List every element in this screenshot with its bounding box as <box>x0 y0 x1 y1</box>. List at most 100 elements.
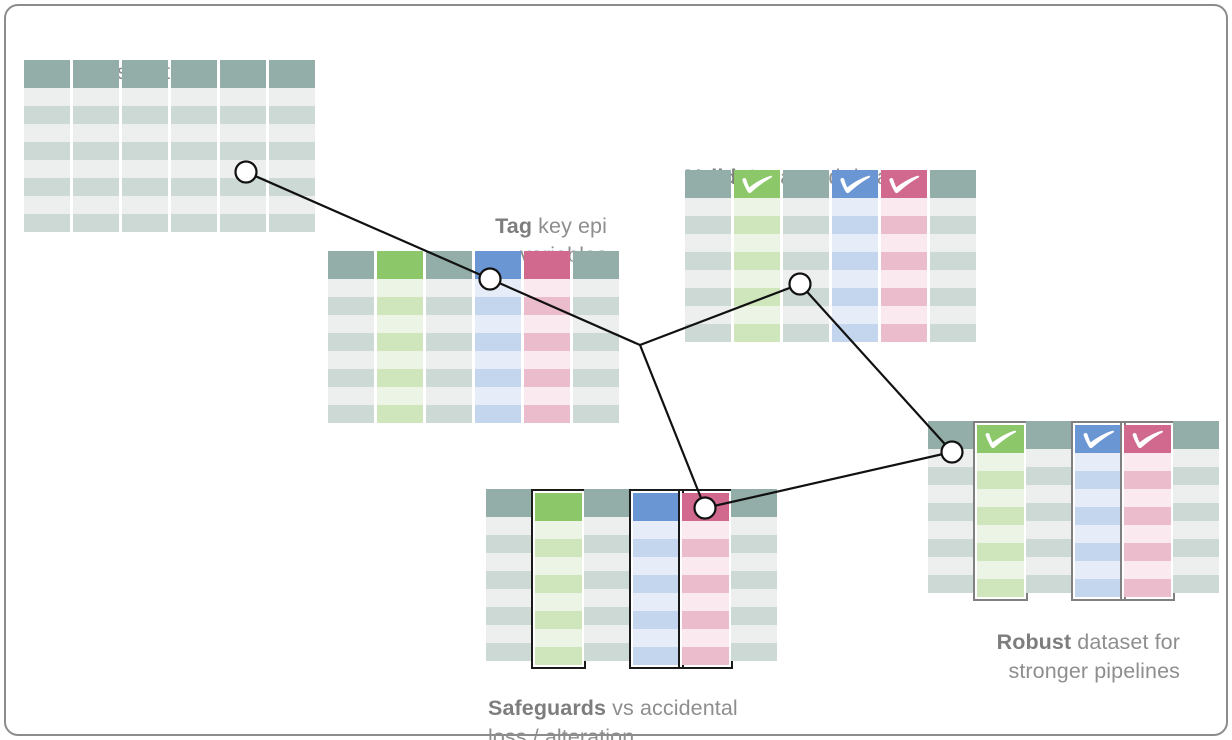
table-body-cell <box>1123 543 1171 561</box>
table-body-cell <box>328 351 374 369</box>
table-body-cell <box>928 539 974 557</box>
table-column-sage <box>24 60 70 232</box>
table-header-cell <box>122 60 168 88</box>
table-body-cell <box>734 270 780 288</box>
table-body-cell <box>881 324 927 342</box>
table-body-cell <box>426 405 472 423</box>
table-body-cell <box>534 539 582 557</box>
table-column-sage <box>928 421 974 601</box>
table-column-sage <box>930 170 976 342</box>
table-body-cell <box>475 405 521 423</box>
checkmark-icon <box>840 175 871 194</box>
table-body-cell <box>1026 449 1072 467</box>
table-body-cell <box>573 351 619 369</box>
table-body-cell <box>171 106 217 124</box>
table-body-cell <box>832 198 878 216</box>
table-body-cell <box>928 503 974 521</box>
table-raw-linelist <box>24 60 315 232</box>
table-body-cell <box>928 521 974 539</box>
table-body-cell <box>1123 579 1171 597</box>
table-body-cell <box>24 160 70 178</box>
table-body-cell <box>475 387 521 405</box>
table-body-cell <box>734 234 780 252</box>
table-body-cell <box>171 178 217 196</box>
table-column-sage <box>1173 421 1219 601</box>
table-body-cell <box>269 88 315 106</box>
table-body-cell <box>220 124 266 142</box>
table-body-cell <box>584 589 630 607</box>
table-body-cell <box>685 270 731 288</box>
table-body-cell <box>573 405 619 423</box>
table-body-cell <box>328 387 374 405</box>
table-body-cell <box>976 561 1024 579</box>
table-body-cell <box>122 160 168 178</box>
table-body-cell <box>1074 561 1122 579</box>
table-body-cell <box>328 369 374 387</box>
table-body-cell <box>486 625 532 643</box>
stage-title-robust-rest: dataset for stronger pipelines <box>1008 630 1180 683</box>
table-body-cell <box>731 535 777 553</box>
table-body-cell <box>328 333 374 351</box>
table-body-cell <box>220 88 266 106</box>
table-body-cell <box>881 234 927 252</box>
table-body-cell <box>1074 525 1122 543</box>
table-body-cell <box>976 579 1024 597</box>
table-body-cell <box>881 270 927 288</box>
table-body-cell <box>122 214 168 232</box>
table-body-cell <box>328 297 374 315</box>
stage-title-safeguards: Safeguards vs accidental loss / alterati… <box>488 666 888 740</box>
table-body-cell <box>731 625 777 643</box>
table-body-cell <box>734 306 780 324</box>
table-body-cell <box>475 351 521 369</box>
table-header-cell <box>930 170 976 198</box>
table-body-cell <box>1074 453 1122 471</box>
table-body-cell <box>220 214 266 232</box>
table-body-cell <box>632 539 680 557</box>
table-column-green <box>734 170 780 342</box>
table-body-cell <box>731 607 777 625</box>
table-body-cell <box>426 279 472 297</box>
table-body-cell <box>930 324 976 342</box>
table-body-cell <box>584 553 630 571</box>
table-body-cell <box>976 525 1024 543</box>
table-body-cell <box>73 124 119 142</box>
table-body-cell <box>928 485 974 503</box>
table-body-cell <box>681 575 729 593</box>
table-column-pink <box>881 170 927 342</box>
table-column-sage <box>685 170 731 342</box>
table-body-cell <box>1173 449 1219 467</box>
table-body-cell <box>426 333 472 351</box>
table-body-cell <box>1074 543 1122 561</box>
table-body-cell <box>632 557 680 575</box>
checkmark-icon <box>742 175 773 194</box>
table-column-pink <box>524 251 570 423</box>
table-body-cell <box>1173 503 1219 521</box>
table-body-cell <box>1123 525 1171 543</box>
table-tag-key-epi-variables <box>328 251 619 423</box>
table-body-cell <box>1123 507 1171 525</box>
table-body-cell <box>24 88 70 106</box>
table-body-cell <box>632 629 680 647</box>
table-body-cell <box>731 643 777 661</box>
table-column-blue <box>628 489 684 669</box>
table-body-cell <box>171 142 217 160</box>
table-body-cell <box>73 106 119 124</box>
table-body-cell <box>1173 557 1219 575</box>
table-header-cell <box>731 489 777 517</box>
table-body-cell <box>73 178 119 196</box>
table-body-cell <box>1123 453 1171 471</box>
table-body-cell <box>1074 489 1122 507</box>
table-body-cell <box>928 449 974 467</box>
table-body-cell <box>269 214 315 232</box>
table-body-cell <box>486 517 532 535</box>
table-body-cell <box>534 575 582 593</box>
table-body-cell <box>731 517 777 535</box>
table-column-sage <box>584 489 630 669</box>
table-body-cell <box>534 611 582 629</box>
table-column-green <box>377 251 423 423</box>
table-body-cell <box>1026 521 1072 539</box>
table-body-cell <box>976 489 1024 507</box>
table-body-cell <box>1173 485 1219 503</box>
table-body-cell <box>1173 539 1219 557</box>
